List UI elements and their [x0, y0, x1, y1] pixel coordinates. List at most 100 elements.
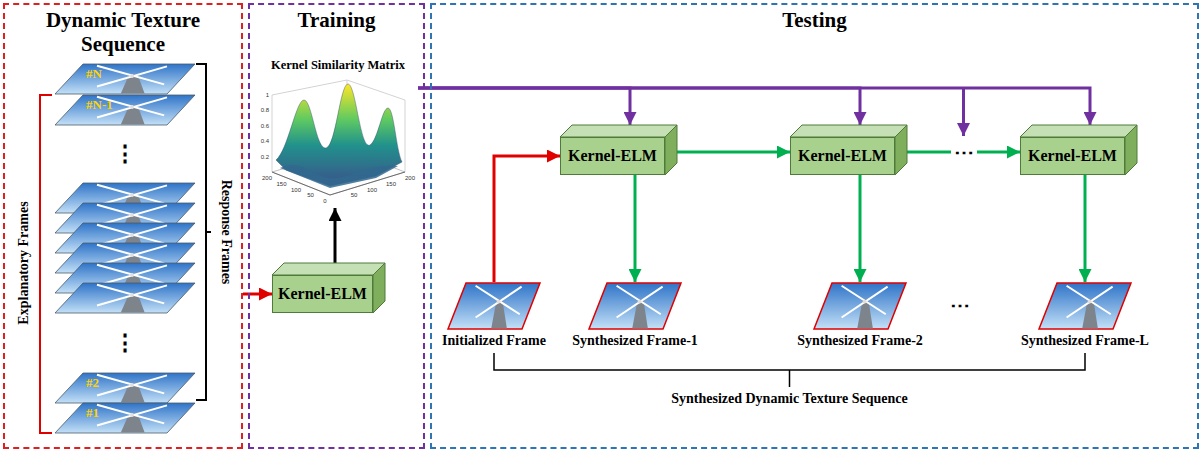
tick-label: 100: [367, 187, 377, 193]
frame-picture: [1039, 283, 1131, 329]
connector: [494, 156, 560, 282]
frame-sky: [1039, 283, 1131, 329]
panel-heading: Testing: [432, 8, 1197, 32]
windmill-blades: [97, 225, 167, 246]
windmill-hub: [130, 413, 134, 417]
connector: [418, 88, 630, 125]
windmill-hub: [863, 299, 867, 303]
matrix-title: Kernel Similarity Matrix: [258, 59, 418, 73]
frame-picture: [589, 283, 681, 329]
kernel-elm-box: Kernel-ELM: [272, 275, 373, 313]
frame-sky: [589, 283, 681, 329]
windmill-hub: [130, 74, 134, 78]
bracket-label: Synthesized Dynamic Texture Sequence: [671, 392, 908, 406]
frame-number: #N-1: [86, 98, 113, 111]
windmill-blades: [97, 245, 167, 266]
frame-sky: [55, 95, 195, 125]
windmill-hub: [130, 253, 134, 257]
connector: [418, 88, 860, 125]
frame-sky: [55, 403, 195, 433]
tick-label: 0.8: [261, 107, 269, 113]
windmill-blades: [97, 375, 167, 396]
frame-picture: [448, 283, 540, 329]
windmill-blades: [97, 185, 167, 206]
stage-panel: TestingKernel-ELM Kernel-ELM Kernel-ELM Ini…: [430, 3, 1199, 449]
kernel-elm-box: Kernel-ELM: [560, 137, 665, 175]
stage-panel: Dynamic Texture Sequence: [3, 3, 243, 449]
windmill-hub: [130, 233, 134, 237]
tick-label: 0.2: [261, 154, 269, 160]
box-top-face: [1020, 125, 1137, 137]
windmill-hub: [130, 293, 134, 297]
frame-caption: Synthesized Frame-1: [560, 333, 710, 350]
windmill-hub: [130, 213, 134, 217]
panel-heading: Dynamic Texture Sequence: [5, 8, 241, 56]
video-frame: Synthesized Frame-1: [560, 282, 710, 350]
frame-picture: [55, 403, 195, 433]
connector: [334, 208, 337, 263]
frame-sky: [55, 283, 195, 313]
windmill-blades: [476, 286, 522, 318]
box-label: Kernel-ELM: [568, 147, 657, 165]
box-top-face: [272, 263, 385, 275]
frame-image: [587, 282, 683, 330]
tick-label: 0.4: [261, 138, 269, 144]
tick-label: 50: [307, 192, 314, 198]
box-side-face: [665, 125, 677, 175]
sequence-bracket: [494, 353, 1085, 387]
split-line: [962, 88, 965, 136]
windmill-blades: [97, 205, 167, 226]
frame-sky: [448, 283, 540, 329]
tick-label: 0.6: [261, 123, 269, 129]
ellipsis: ⋯: [950, 295, 970, 315]
connector: [1084, 175, 1087, 282]
similarity-plot: [272, 80, 405, 195]
box-top-face: [790, 125, 907, 137]
windmill-hub: [130, 193, 134, 197]
tick-label: 0: [323, 198, 326, 204]
frame-number: #1: [86, 406, 99, 419]
box-top-face: [560, 125, 677, 137]
frame-caption: Initialized Frame: [432, 333, 556, 350]
tick-label: 1: [266, 92, 269, 98]
windmill-blades: [97, 285, 167, 306]
connector: [418, 88, 1090, 125]
kernel-elm-box: Kernel-ELM: [1020, 137, 1125, 175]
tick-label: 150: [276, 181, 286, 187]
connector: [677, 151, 790, 154]
frame-picture: [55, 373, 195, 403]
connector: [859, 175, 862, 282]
frame-picture: [814, 283, 906, 329]
tick-label: 50: [351, 192, 358, 198]
edge-label: ⋯: [951, 142, 977, 162]
tick-label: 150: [386, 181, 396, 187]
frame-picture: [55, 95, 195, 125]
bracket-label: Response Frames: [219, 180, 233, 285]
windmill-blades: [97, 265, 167, 286]
windmill-blades: [842, 286, 888, 318]
windmill-hub: [638, 299, 642, 303]
frame-sky: [814, 283, 906, 329]
plot-axes: [272, 172, 405, 195]
bracket-label: Explanatory Frames: [17, 201, 31, 324]
box-label: Kernel-ELM: [278, 285, 367, 303]
frame-caption: Synthesized Frame-L: [1010, 333, 1160, 350]
ellipsis: ⋮: [114, 143, 136, 165]
frame-sky: [55, 373, 195, 403]
frame-image: [446, 282, 542, 330]
windmill-hub: [1088, 299, 1092, 303]
windmill-blades: [1067, 286, 1113, 318]
box-side-face: [895, 125, 907, 175]
video-frame: Synthesized Frame-2: [785, 282, 935, 350]
video-frame: Initialized Frame: [432, 282, 556, 350]
ellipsis: ⋮: [114, 332, 136, 354]
tick-label: 200: [262, 175, 272, 181]
box-side-face: [1125, 125, 1137, 175]
frame-sky: [55, 64, 195, 94]
panel-heading: Training: [250, 8, 423, 32]
windmill-blades: [97, 66, 167, 87]
box-side-face: [373, 263, 385, 313]
windmill-blades: [617, 286, 663, 318]
box-label: Kernel-ELM: [798, 147, 887, 165]
